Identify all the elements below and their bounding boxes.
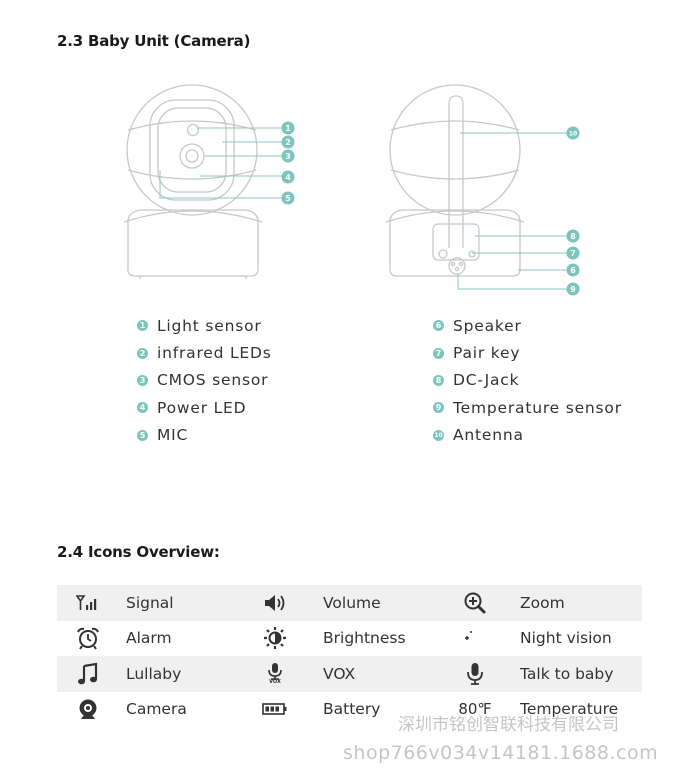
callout-1: 1 bbox=[281, 121, 295, 135]
svg-text:8: 8 bbox=[570, 232, 576, 241]
table-cell: Lullaby bbox=[75, 661, 181, 687]
svg-text:7: 7 bbox=[570, 249, 576, 258]
callout-8: 8 bbox=[566, 229, 580, 243]
section-title-icons: 2.4 Icons Overview: bbox=[57, 543, 220, 561]
back-callout-lines bbox=[457, 132, 567, 290]
vox-icon-caption: VOX bbox=[269, 679, 281, 686]
camera-back-view bbox=[385, 84, 525, 277]
signal-icon bbox=[75, 590, 101, 616]
table-row: Camera Battery 80℉ Temperature bbox=[57, 692, 642, 728]
table-row: Signal Volume Zoom bbox=[57, 585, 642, 621]
svg-text:4: 4 bbox=[285, 173, 291, 182]
callout-2: 2 bbox=[281, 135, 295, 149]
callout-4: 4 bbox=[281, 170, 295, 184]
table-cell: Alarm bbox=[75, 625, 172, 651]
brightness-icon bbox=[262, 625, 288, 651]
temperature-icon: 80℉ bbox=[458, 700, 492, 719]
callout-5: 5 bbox=[281, 191, 295, 205]
table-cell: Talk to baby bbox=[462, 661, 613, 687]
table-row: Lullaby VOX VOX Talk to baby bbox=[57, 656, 642, 692]
callout-10: 10 bbox=[566, 126, 580, 140]
watermark-url: shop766v034v14181.1688.com bbox=[343, 742, 659, 764]
table-cell: Volume bbox=[262, 590, 381, 616]
table-cell: VOX VOX bbox=[262, 661, 355, 687]
battery-icon bbox=[262, 696, 288, 722]
svg-text:1: 1 bbox=[285, 124, 291, 133]
table-cell: Battery bbox=[262, 696, 380, 722]
camera-diagrams: 1 2 3 4 5 10 8 7 6 9 bbox=[123, 84, 580, 296]
svg-text:9: 9 bbox=[570, 285, 576, 294]
lullaby-icon bbox=[75, 661, 101, 687]
volume-icon bbox=[262, 590, 288, 616]
svg-text:10: 10 bbox=[569, 131, 577, 138]
table-cell: Night vision bbox=[462, 625, 612, 651]
callout-9: 9 bbox=[566, 282, 580, 296]
night-vision-icon bbox=[462, 625, 488, 651]
icons-table: Signal Volume Zoom Alarm Brightness bbox=[57, 585, 642, 727]
table-cell: Zoom bbox=[462, 590, 565, 616]
alarm-icon bbox=[75, 625, 101, 651]
section-title-baby-unit: 2.3 Baby Unit (Camera) bbox=[57, 32, 251, 50]
svg-text:5: 5 bbox=[285, 194, 291, 203]
front-callout-lines bbox=[159, 127, 282, 199]
callout-7: 7 bbox=[566, 246, 580, 260]
microphone-icon bbox=[462, 661, 488, 687]
table-cell: 80℉ Temperature bbox=[457, 696, 618, 722]
svg-text:3: 3 bbox=[285, 152, 291, 161]
callout-3: 3 bbox=[281, 149, 295, 163]
table-cell: Signal bbox=[75, 590, 174, 616]
table-cell: Brightness bbox=[262, 625, 406, 651]
vox-icon: VOX bbox=[262, 661, 288, 687]
watermark-company: 深圳市铭创智联科技有限公司 bbox=[398, 715, 619, 735]
svg-text:6: 6 bbox=[570, 266, 576, 275]
table-cell: Camera bbox=[75, 696, 187, 722]
callout-6: 6 bbox=[566, 263, 580, 277]
table-row: Alarm Brightness Night vision bbox=[57, 621, 642, 657]
camera-front-view bbox=[123, 84, 263, 279]
svg-text:2: 2 bbox=[285, 138, 291, 147]
callout-markers: 1 2 3 4 5 10 8 7 6 9 bbox=[281, 121, 580, 296]
camera-icon bbox=[75, 696, 101, 722]
zoom-icon bbox=[462, 590, 488, 616]
